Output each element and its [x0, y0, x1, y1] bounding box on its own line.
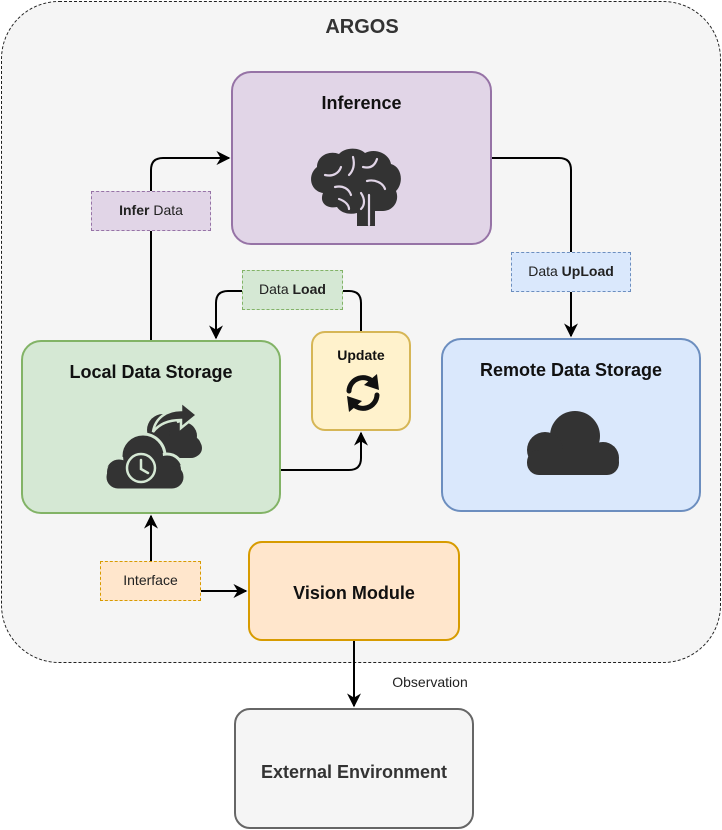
refresh-icon [346, 374, 380, 412]
update-title: Update [337, 347, 385, 363]
cloud-clock-share-icon [103, 400, 202, 492]
interface-label: Interface [100, 561, 201, 601]
cloud-icon [527, 411, 619, 475]
diagram-title: ARGOS [325, 16, 399, 38]
local-data-storage-title: Local Data Storage [69, 362, 233, 382]
external-environment-node: External Environment [234, 708, 474, 829]
data-load-label: Data Load [242, 270, 343, 310]
local-data-storage-node: Local Data Storage [21, 340, 281, 514]
brain-icon [311, 148, 401, 227]
infer-data-label: Infer Data [91, 191, 211, 231]
inference-node: Inference [231, 71, 492, 245]
inference-title: Inference [321, 93, 402, 113]
edge-local-update [281, 431, 368, 471]
vision-module-node: Vision Module [248, 541, 460, 641]
edge-data-upload [492, 157, 578, 338]
vision-module-title: Vision Module [293, 583, 415, 603]
observation-label: Observation [392, 674, 468, 690]
data-upload-label: Data UpLoad [511, 252, 631, 292]
remote-data-storage-title: Remote Data Storage [479, 360, 663, 380]
external-environment-title: External Environment [260, 762, 448, 782]
update-node: Update [311, 331, 411, 431]
edge-infer-data [150, 151, 231, 340]
remote-data-storage-node: Remote Data Storage [441, 338, 701, 512]
